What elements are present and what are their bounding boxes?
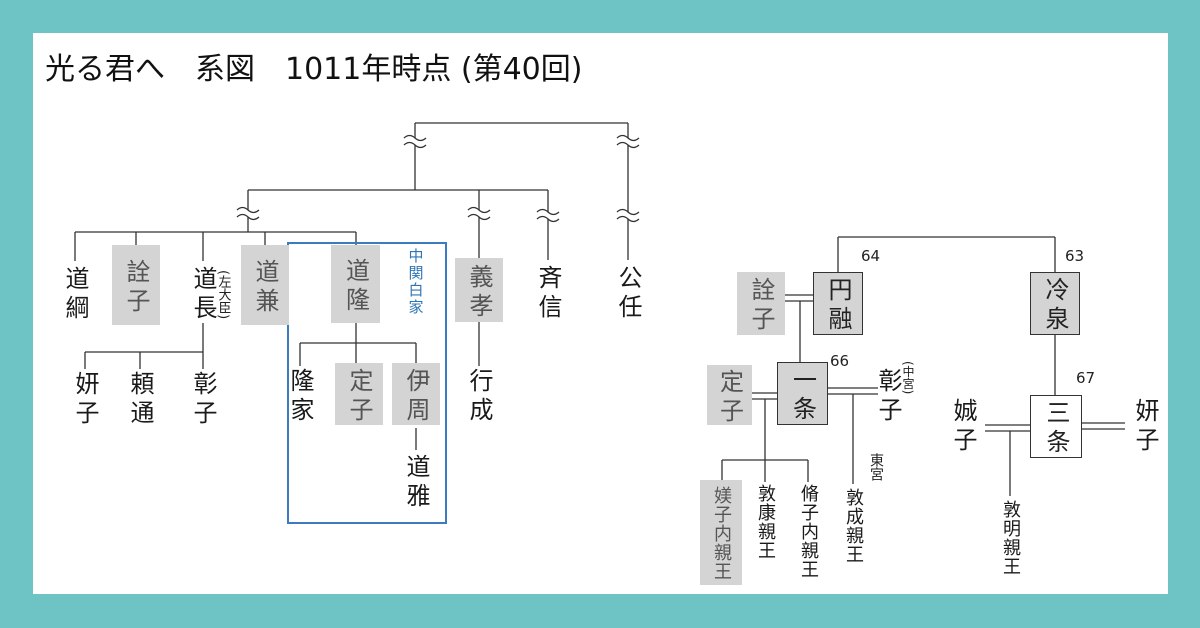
person-note-atsuhira: 東宮 — [867, 449, 885, 485]
person-name: 妍子 — [71, 370, 99, 429]
generation-gap-mark — [536, 208, 560, 216]
generation-gap-mark — [616, 208, 640, 216]
generation-gap-mark — [536, 215, 560, 223]
person-kenshi-imperial: 妍子 — [1131, 395, 1159, 456]
generation-gap-mark — [616, 215, 640, 223]
person-michimasa: 道雅 — [401, 451, 431, 512]
person-name: 脩子内親王 — [798, 484, 819, 579]
person-note-shoshi: (中宮) — [899, 355, 917, 401]
generation-gap-mark — [403, 141, 427, 149]
person-name: 彰子 — [874, 367, 902, 426]
person-name: 敦明親王 — [1000, 499, 1021, 576]
emperor-ichijo: 一条 — [777, 362, 828, 425]
person-name: 定子 — [345, 367, 373, 426]
reign-number: 63 — [1065, 247, 1085, 265]
person-seishi: 娍子 — [949, 395, 977, 456]
reign-number: 64 — [861, 247, 881, 265]
person-shushi: 脩子内親王 — [795, 482, 821, 580]
person-title-note: (左大臣) — [215, 270, 231, 320]
emperor-name: 円融 — [824, 277, 852, 335]
person-kinto: 公任 — [613, 259, 643, 323]
person-name: 定子 — [715, 368, 744, 427]
generation-gap-mark — [467, 213, 491, 221]
clan-label-text: 中関白家 — [406, 248, 425, 316]
person-name: 詮子 — [122, 258, 150, 317]
person-name: 詮子 — [747, 277, 775, 335]
reign-number: 66 — [830, 352, 850, 370]
person-teishi-imperial: 定子 — [707, 365, 752, 427]
emperor-name: 三条 — [1042, 400, 1070, 458]
person-name: 道兼 — [251, 258, 279, 317]
person-name: 彰子 — [189, 370, 217, 429]
person-senshi: 詮子 — [112, 245, 160, 325]
reign-number: 67 — [1076, 369, 1096, 387]
person-name: 妍子 — [1131, 397, 1159, 456]
person-teishi: 定子 — [335, 363, 383, 426]
person-michitsuna: 道綱 — [60, 260, 90, 324]
person-atsuhira: 敦成親王 — [840, 485, 866, 565]
person-name: 媄子内親王 — [711, 485, 732, 581]
diagram-panel — [33, 33, 1168, 594]
person-name: 敦康親王 — [755, 483, 776, 560]
person-korechika: 伊周 — [392, 363, 440, 426]
generation-gap-mark — [616, 141, 640, 149]
person-name: 娍子 — [949, 397, 977, 456]
person-tadanobu: 斉信 — [533, 259, 563, 323]
person-senshi-imperial: 詮子 — [737, 272, 785, 335]
generation-gap-mark — [403, 134, 427, 142]
emperor-reizei: 冷泉 — [1030, 272, 1080, 335]
person-name: 伊周 — [402, 367, 430, 426]
generation-gap-mark — [467, 206, 491, 214]
person-yoshitaka: 義孝 — [455, 258, 503, 322]
person-name: 隆家 — [286, 367, 314, 426]
person-takaie: 隆家 — [285, 365, 315, 426]
person-name: 道綱 — [61, 265, 89, 324]
emperor-enyu: 円融 — [813, 272, 863, 335]
person-kenshi: 妍子 — [70, 368, 100, 429]
person-name: 義孝 — [465, 263, 493, 322]
person-shoshi-imperial: 彰子 — [874, 365, 902, 426]
person-title-note: 東宮 — [868, 453, 884, 481]
person-shoshi: 彰子 — [188, 368, 218, 429]
person-yukinari: 行成 — [464, 365, 494, 426]
generation-gap-mark — [616, 134, 640, 142]
person-yorimichi: 頼通 — [125, 368, 155, 429]
person-name: 行成 — [465, 367, 493, 426]
person-name: 敦成親王 — [843, 487, 864, 564]
clan-group-box — [287, 242, 447, 524]
person-bishi: 媄子内親王 — [700, 480, 742, 585]
emperor-name: 一条 — [788, 367, 817, 425]
person-name: 道隆 — [341, 257, 370, 316]
person-note-michinaga: (左大臣) — [214, 265, 232, 325]
person-name: 公任 — [614, 264, 642, 323]
person-name: 斉信 — [534, 264, 562, 323]
clan-group-label: 中関白家 — [406, 248, 425, 322]
person-name: 道雅 — [402, 453, 430, 512]
page-title: 光る君へ 系図 1011年時点 (第40回) — [45, 52, 583, 87]
generation-gap-mark — [236, 206, 260, 214]
person-michikane: 道兼 — [241, 245, 289, 325]
emperor-sanjo: 三条 — [1030, 395, 1082, 458]
person-name: 頼通 — [126, 370, 154, 429]
person-michinaga: 道長 — [188, 260, 218, 324]
person-michitaka: 道隆 — [331, 245, 380, 323]
person-atsuakira: 敦明親王 — [997, 497, 1023, 577]
person-title-note: (中宮) — [901, 361, 915, 395]
emperor-name: 冷泉 — [1041, 277, 1069, 335]
person-atsuyasu: 敦康親王 — [752, 482, 778, 560]
person-name: 道長 — [189, 265, 217, 324]
generation-gap-mark — [236, 213, 260, 221]
